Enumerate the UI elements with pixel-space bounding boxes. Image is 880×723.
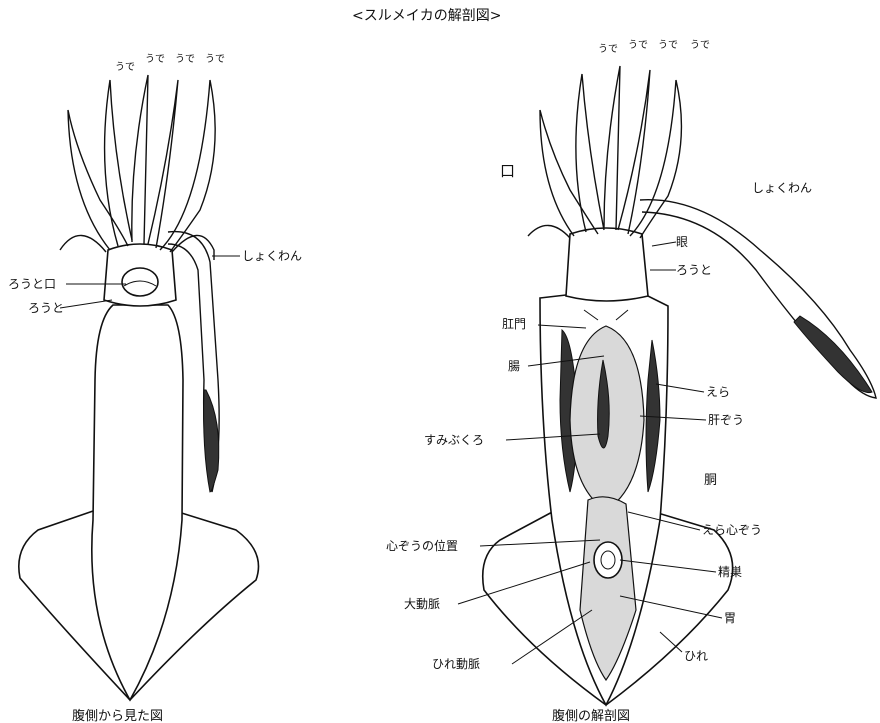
left-arm-label: うで bbox=[145, 53, 165, 65]
right-liver-label: 肝ぞう bbox=[708, 413, 744, 427]
right-intestine-label: 腸 bbox=[508, 359, 520, 373]
diagram-title: <スルメイカの解剖図> bbox=[352, 8, 501, 24]
left-arm-3 bbox=[132, 75, 148, 244]
right-fin-label: ひれ bbox=[684, 649, 708, 663]
left-tentacle-club bbox=[204, 390, 219, 492]
right-aorta-label: 大動脈 bbox=[404, 597, 440, 611]
left-arm-1 bbox=[68, 110, 128, 250]
right-stomach-label: 胃 bbox=[724, 611, 736, 625]
right-anus-label: 肛門 bbox=[502, 317, 526, 331]
right-caption: 腹側の解剖図 bbox=[552, 708, 630, 723]
left-squid-drawing bbox=[19, 75, 259, 700]
left-caption: 腹側から見た図 bbox=[72, 708, 163, 723]
right-tentacle-club bbox=[794, 316, 872, 393]
right-arm-4 bbox=[618, 70, 650, 234]
right-arm-label: うで bbox=[598, 43, 618, 55]
right-arm-1 bbox=[540, 110, 598, 236]
left-arm-label: うで bbox=[175, 53, 195, 65]
right-fin-artery-label: ひれ動脈 bbox=[432, 657, 480, 671]
right-arm-3 bbox=[604, 66, 620, 230]
left-arm-label: うで bbox=[115, 61, 135, 73]
right-head bbox=[566, 228, 648, 301]
left-arm-2 bbox=[105, 80, 132, 246]
left-funnel-mouth-shape bbox=[122, 268, 158, 296]
right-heart-position-label: 心ぞうの位置 bbox=[386, 538, 458, 553]
right-branchial-heart-label: えら心ぞう bbox=[702, 523, 762, 537]
right-trunk-label: 胴 bbox=[704, 473, 717, 488]
right-arm-5 bbox=[630, 80, 681, 238]
left-tentacle-label: しょくわん bbox=[242, 249, 302, 263]
right-arm-label: うで bbox=[628, 39, 648, 51]
left-funnel-mouth-label: ろうと口 bbox=[8, 277, 56, 291]
left-arm-4 bbox=[148, 80, 178, 248]
right-tentacle-label: しょくわん bbox=[752, 181, 812, 195]
left-funnel-label: ろうと bbox=[28, 301, 64, 315]
right-arm-label: うで bbox=[690, 39, 710, 51]
right-mouth-label: 口 bbox=[500, 162, 515, 180]
right-funnel-label: ろうと bbox=[676, 263, 712, 277]
right-testis bbox=[594, 542, 622, 578]
right-gill-label: えら bbox=[706, 385, 730, 399]
right-testis-label: 精巣 bbox=[718, 565, 742, 579]
right-ink-sac-label: すみぶくろ bbox=[424, 433, 484, 447]
left-arm-label: うで bbox=[205, 53, 225, 65]
right-arm-2 bbox=[576, 74, 604, 232]
right-arm-label: うで bbox=[658, 39, 678, 51]
right-eye-label: 眼 bbox=[676, 235, 688, 249]
